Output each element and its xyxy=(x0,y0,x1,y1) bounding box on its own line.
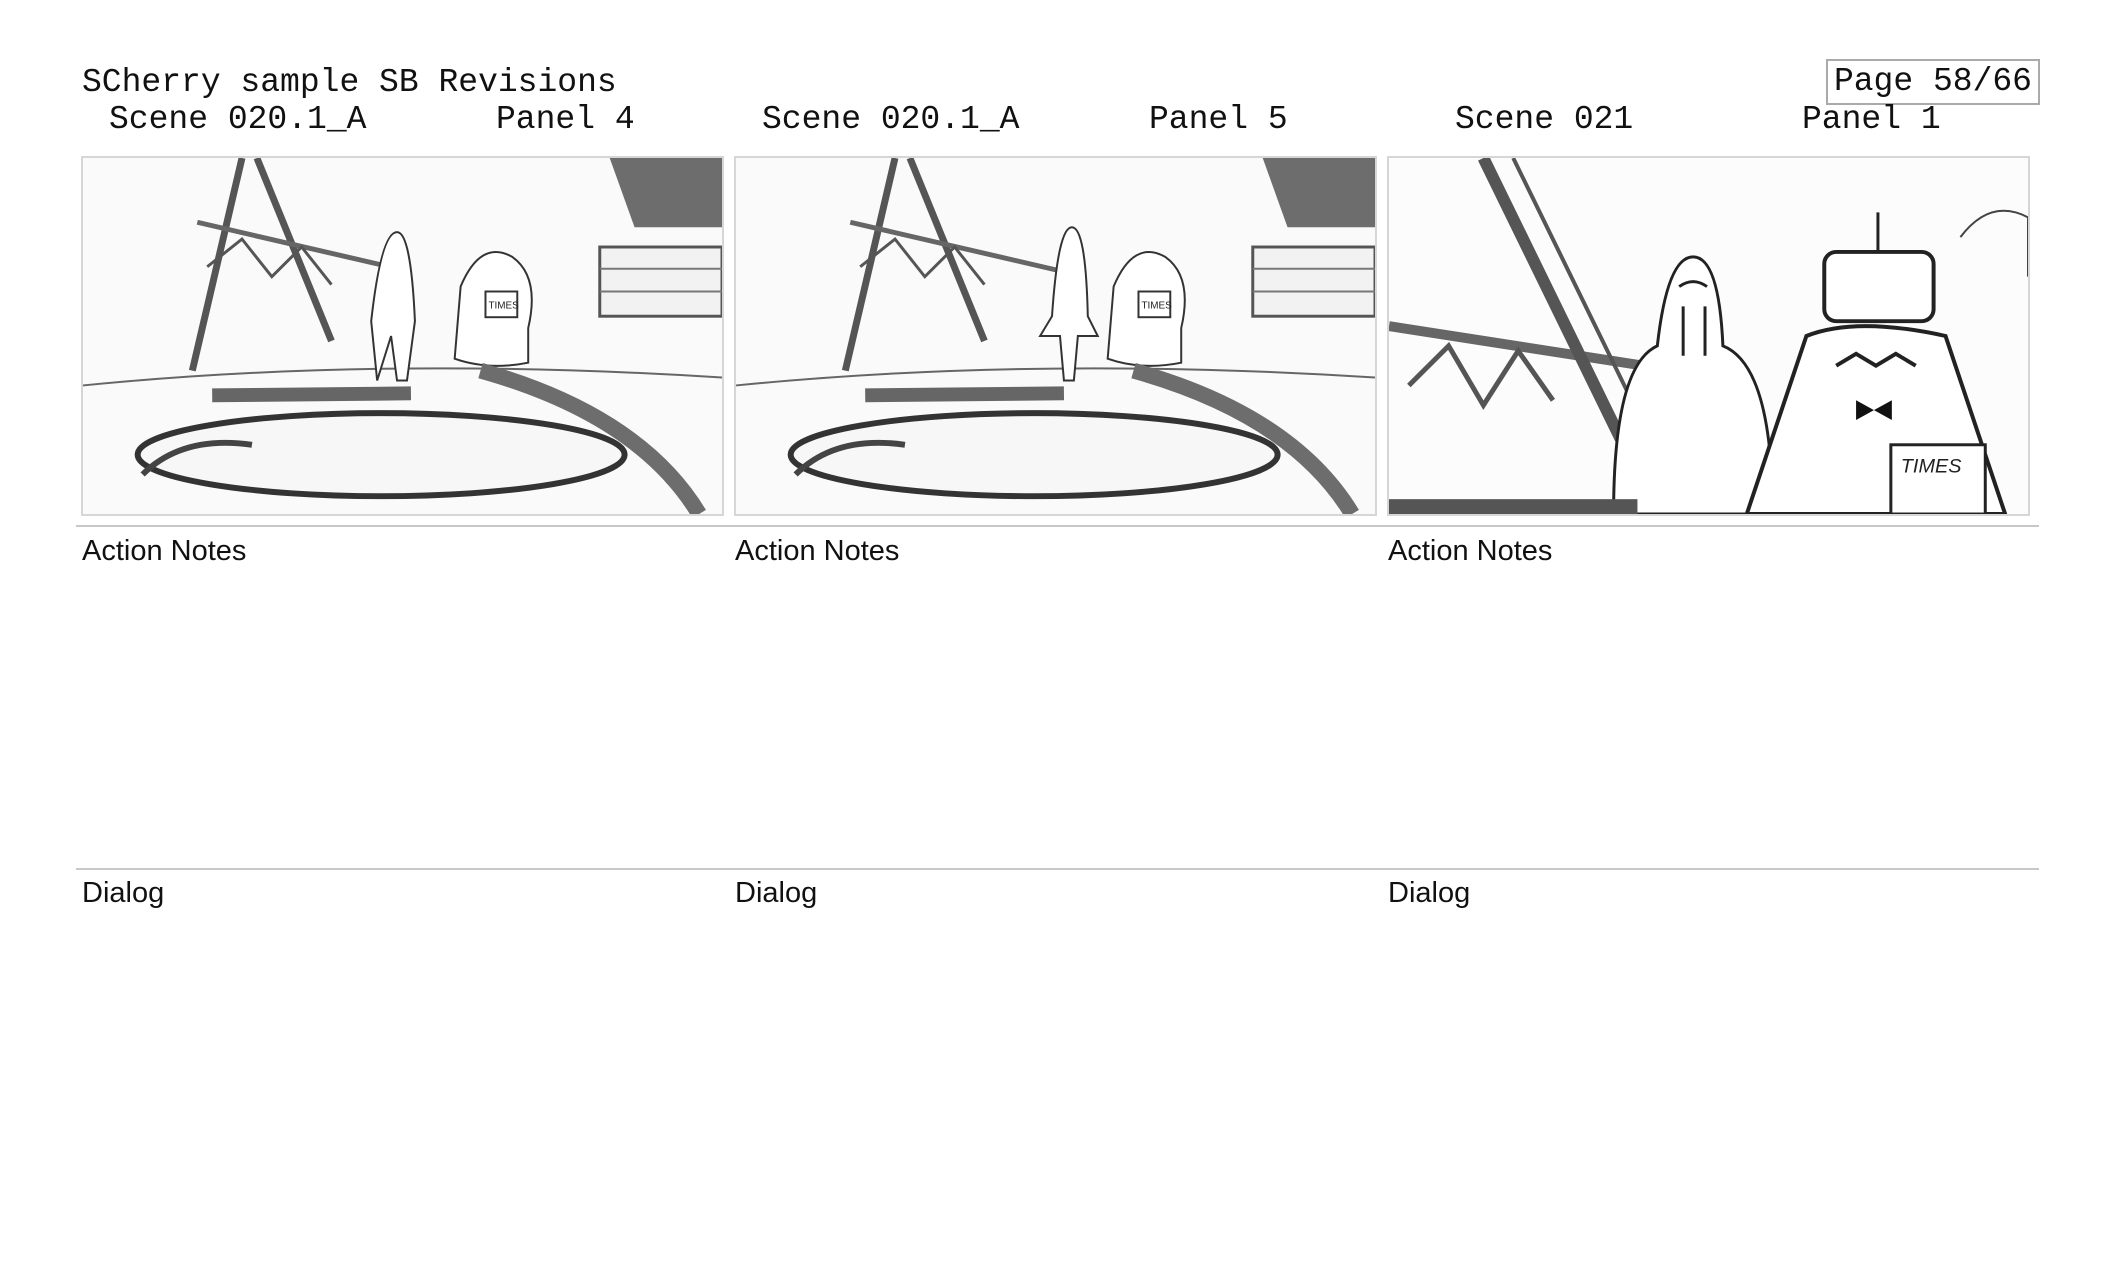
storyboard-drawing-pool-wide: TIMES xyxy=(83,158,722,514)
panel-label-2: Panel 5 xyxy=(1149,101,1288,138)
newspaper-sign-text: TIMES xyxy=(488,300,519,311)
storyboard-drawing-pool-wide-alt: TIMES xyxy=(736,158,1375,514)
frames-divider xyxy=(76,525,2039,527)
dialog-label-1: Dialog xyxy=(82,877,165,909)
storyboard-frame-1[interactable]: TIMES xyxy=(81,156,724,516)
storyboard-frame-2[interactable]: TIMES xyxy=(734,156,1377,516)
action-notes-label-1: Action Notes xyxy=(82,535,247,567)
scene-label-2: Scene 020.1_A xyxy=(762,101,1020,138)
storyboard-drawing-closeup: TIMES xyxy=(1389,158,2028,514)
dialog-label-2: Dialog xyxy=(735,877,818,909)
newspaper-sign-text: TIMES xyxy=(1141,300,1172,311)
action-notes-label-3: Action Notes xyxy=(1388,535,1553,567)
newspaper-sign-text: TIMES xyxy=(1901,456,1962,478)
document-title: SCherry sample SB Revisions xyxy=(82,64,617,101)
storyboard-frame-3[interactable]: TIMES xyxy=(1387,156,2030,516)
scene-label-3: Scene 021 xyxy=(1455,101,1634,138)
panel-label-3: Panel 1 xyxy=(1802,101,1941,138)
dialog-label-3: Dialog xyxy=(1388,877,1471,909)
action-notes-label-2: Action Notes xyxy=(735,535,900,567)
panel-label-1: Panel 4 xyxy=(496,101,635,138)
scene-label-1: Scene 020.1_A xyxy=(109,101,367,138)
page-number-box: Page 58/66 xyxy=(1825,59,2040,105)
action-dialog-divider xyxy=(76,868,2039,870)
